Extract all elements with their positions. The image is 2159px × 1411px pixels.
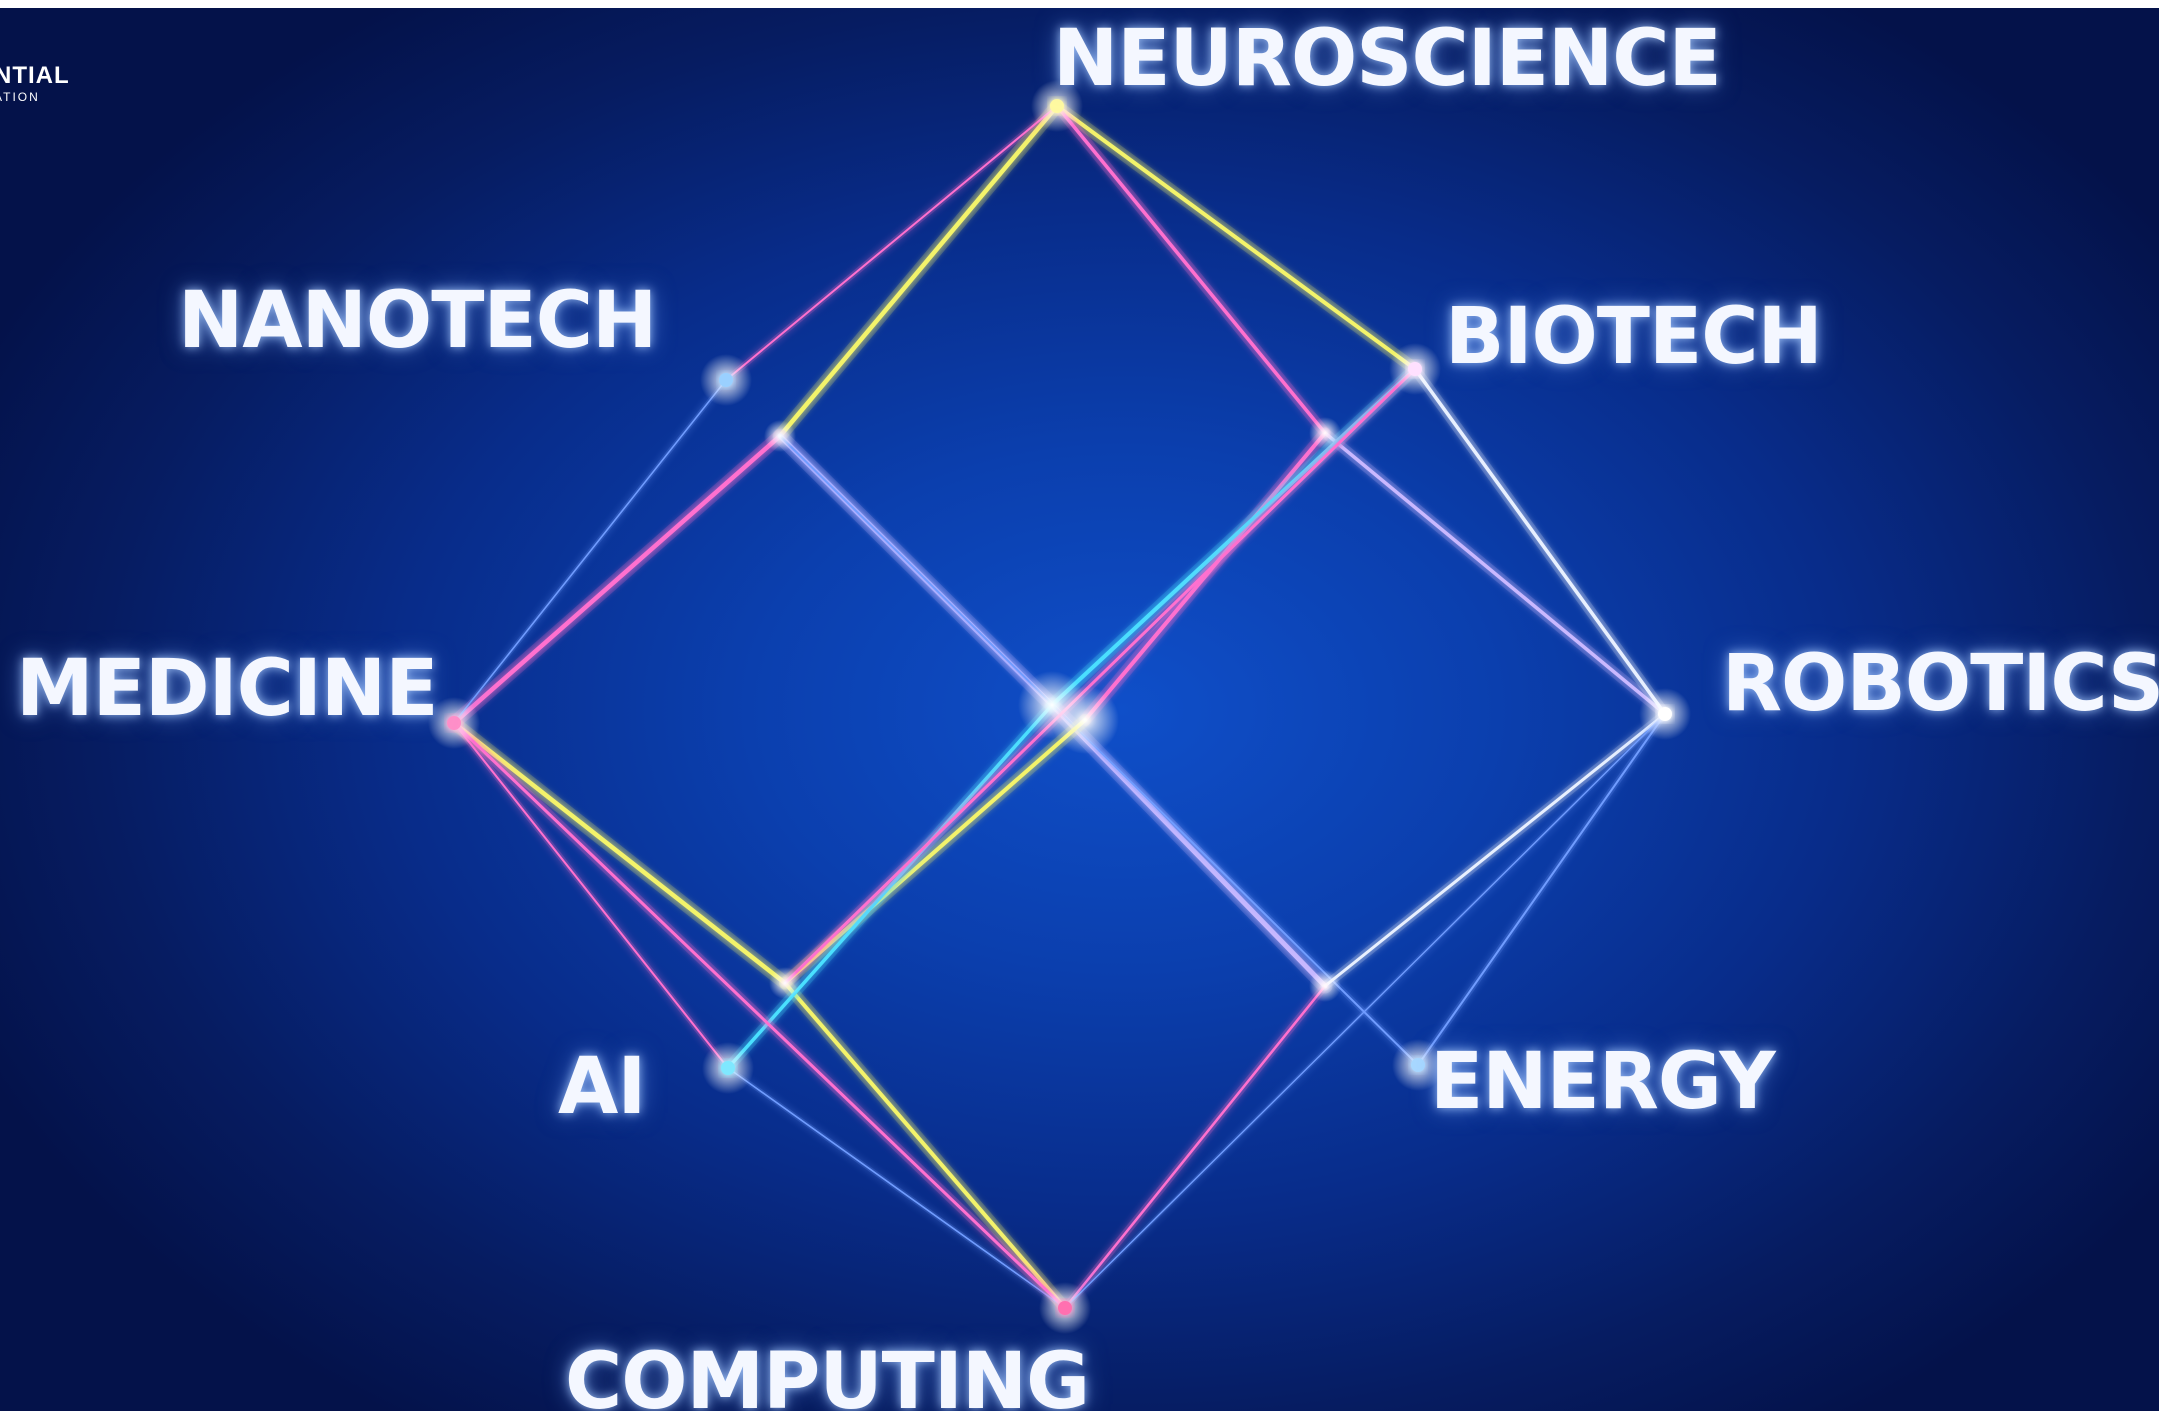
label-energy: ENERGY <box>1430 1037 1776 1127</box>
edge-nanotech-medicine <box>453 379 727 724</box>
edge-centerA-ai <box>726 703 1054 1070</box>
node-dot-neuroscience <box>1050 99 1064 113</box>
logo-text: NTIAL <box>0 62 70 89</box>
node-dot-robotics <box>1658 707 1672 721</box>
edges-layer <box>447 99 1671 1314</box>
node-dot-ai <box>721 1061 735 1075</box>
label-neuroscience: NEUROSCIENCE <box>1053 14 1722 104</box>
edge-centerB-aiInner <box>783 718 1087 985</box>
edge-energyInner-computing <box>1063 984 1327 1310</box>
edge-neuroscience-rightInner <box>1055 104 1327 435</box>
label-medicine: MEDICINE <box>16 644 438 734</box>
diagram-frame: NTIAL ATION NEUROSCIENCE NANOTECH BIOTEC… <box>0 8 2159 1411</box>
node-dot-energy <box>1411 1058 1425 1072</box>
edge-robotics-energy <box>1417 713 1666 1066</box>
edge-neuroscience-nanotech <box>725 105 1058 381</box>
edge-neuroscience-biotech <box>1055 104 1417 371</box>
edge-rightInner-centerB <box>1083 431 1327 722</box>
brand-logo: NTIAL ATION <box>0 62 70 104</box>
label-ai: AI <box>558 1042 646 1132</box>
junction-rightInner <box>1309 417 1341 449</box>
network-diagram <box>428 80 1691 1334</box>
label-robotics: ROBOTICS <box>1722 639 2159 729</box>
junction-centerB <box>1051 686 1119 754</box>
edge-leftInner-medicine <box>451 433 783 726</box>
edge-centerA-energyInner <box>1049 702 1328 989</box>
edge-biotech-robotics <box>1413 367 1667 716</box>
junction-energyInner <box>1309 970 1341 1002</box>
node-neuroscience <box>1031 80 1083 132</box>
node-robotics <box>1639 688 1691 740</box>
edge-aiInner-computing <box>783 981 1067 1310</box>
nodes-layer <box>428 80 1691 1334</box>
edge-ai-computing <box>727 1067 1066 1309</box>
node-medicine <box>428 697 480 749</box>
label-computing: COMPUTING <box>565 1337 1090 1411</box>
edge-medicine-aiInner <box>451 720 788 986</box>
node-dot-biotech <box>1408 362 1422 376</box>
node-biotech <box>1389 343 1441 395</box>
edge-biotech-centerA <box>1050 367 1417 707</box>
junction-aiInner <box>769 967 801 999</box>
node-computing <box>1039 1282 1091 1334</box>
node-dot-nanotech <box>719 373 733 387</box>
node-dot-medicine <box>447 716 461 730</box>
logo-subtext: ATION <box>0 90 40 104</box>
edge-robotics-energyInner <box>1323 712 1667 988</box>
node-dot-computing <box>1058 1301 1072 1315</box>
edge-neuroscience-leftInner <box>777 103 1060 439</box>
junction-leftInner <box>764 420 796 452</box>
edge-medicine-computing <box>452 721 1067 1310</box>
edge-biotech-aiInner <box>783 367 1417 985</box>
edge-rightInner-robotics <box>1323 431 1667 716</box>
node-nanotech <box>700 354 752 406</box>
node-ai <box>702 1042 754 1094</box>
edge-computing-robotics <box>1064 713 1666 1309</box>
label-nanotech: NANOTECH <box>178 276 657 366</box>
edge-medicine-ai <box>453 722 729 1069</box>
node-energy <box>1392 1039 1444 1091</box>
label-biotech: BIOTECH <box>1445 292 1823 382</box>
